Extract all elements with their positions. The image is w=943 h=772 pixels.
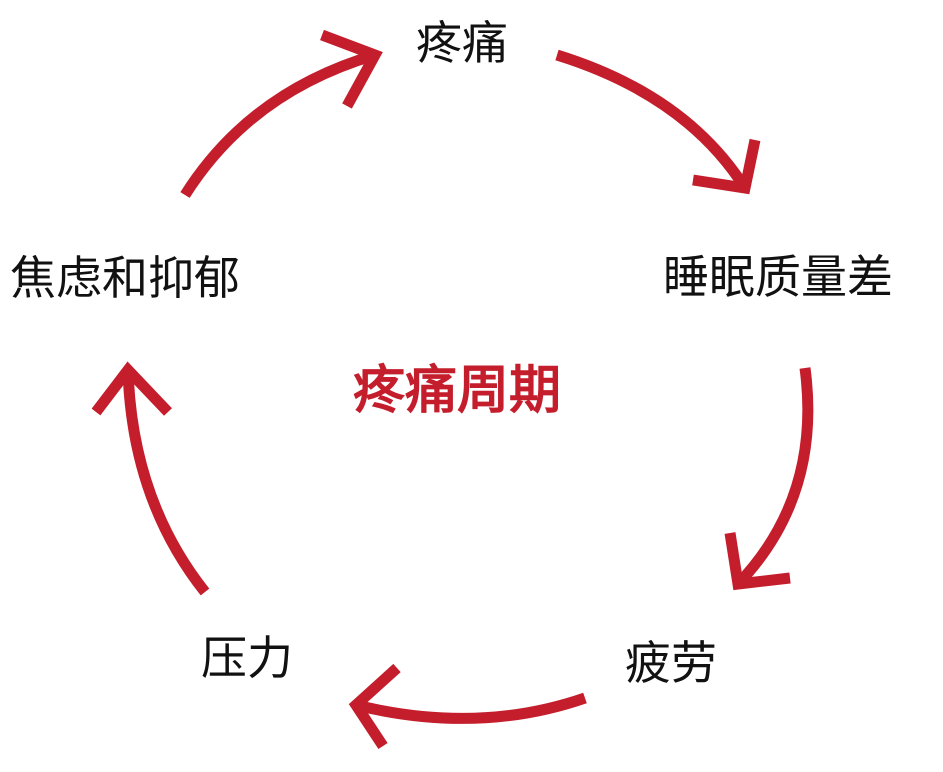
node-fatigue: 疲劳	[625, 636, 717, 690]
arrow-fatigue-to-stress	[348, 663, 587, 750]
arrow-pain-to-sleep	[555, 49, 761, 195]
arrow-sleep-to-fatigue	[724, 367, 814, 591]
node-anxiety-depression: 焦虑和抑郁	[10, 251, 240, 305]
node-poor-sleep: 睡眠质量差	[663, 250, 893, 304]
arrow-stress-to-anxiety	[91, 361, 210, 596]
center-title: 疼痛周期	[353, 361, 562, 421]
node-stress: 压力	[201, 631, 293, 685]
node-pain: 疼痛	[416, 16, 508, 70]
arrow-anxiety-to-pain	[180, 29, 383, 198]
